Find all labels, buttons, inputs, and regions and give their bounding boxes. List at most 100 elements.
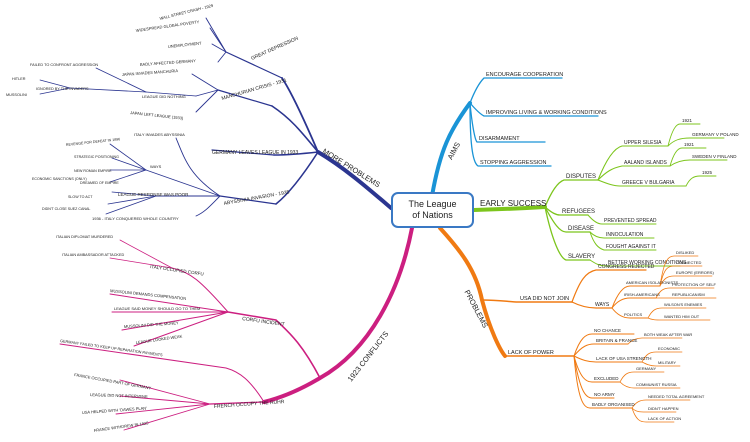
excluded-note-2: COMMUNIST RUSSIA xyxy=(636,382,677,387)
badly-note-3: LACK OF ACTION xyxy=(648,416,681,421)
aaland-label: AALAND ISLANDS xyxy=(624,160,667,166)
disease-note-1: INNOCULATION xyxy=(606,232,644,238)
italy-abyssinia-label: ITALY INVADES ABYSSINIA xyxy=(134,132,185,137)
politics-label: POLITICS xyxy=(624,312,643,317)
manchurian-label: MANCHURIAN CRISIS - 1931 xyxy=(221,77,288,101)
league-said-label: LEAGUE SAID MONEY SHOULD GO TO THEM xyxy=(114,306,200,311)
badly-label: BADLY ORGANISED xyxy=(592,402,635,407)
disease-label: DISEASE xyxy=(568,226,594,232)
failed-label: FAILED TO CONFRONT AGGRESSION xyxy=(30,63,98,67)
econ-label: ECONOMIC SANCTIONS (ONLY) xyxy=(32,177,87,181)
didnt-label: DIDN'T CLOSE SUEZ CANAL xyxy=(42,207,90,211)
aims-branches xyxy=(430,77,599,198)
upper-silesia-label: UPPER SILESIA xyxy=(624,140,662,146)
league-not-label: LEAGUE DID NOT INTERVENE xyxy=(90,392,148,399)
conflicts-branches xyxy=(59,226,414,431)
aims-item-1: ENCOURAGE COOPERATION xyxy=(486,72,563,78)
usa-label: USA DID NOT JOIN xyxy=(520,296,569,302)
conquered-label: 1936 - ITALY CONQUERED WHOLE COUNTRY xyxy=(92,216,179,221)
aaland-year: 1921 xyxy=(684,142,695,147)
aims-main-branch xyxy=(430,101,472,198)
upper-silesia-note: GERMANY V POLAND xyxy=(692,132,739,137)
slavery-note: BETTER WORKING CONDITIONS xyxy=(608,260,687,266)
greece-label: GREECE V BULGARIA xyxy=(622,180,675,186)
disputes-label: DISPUTES xyxy=(566,174,596,180)
success-branches xyxy=(472,123,728,267)
irish-note-1: PROTECTION OF SELF xyxy=(672,282,717,287)
strategic-label: STRATEGIC POSITIONING xyxy=(74,155,119,159)
more-main-branch xyxy=(316,150,393,210)
aims-item-3: DISARMAMENT xyxy=(479,136,520,142)
lack-usa-note-1: ECONOMIC xyxy=(658,346,680,351)
hitler-label: HITLER xyxy=(12,77,26,81)
usa-helped-label: USA HELPED WITH 'DAWES PLAN' xyxy=(82,405,148,415)
italy-ambassador-label: ITALIAN AMBASSADOR ATTACKED xyxy=(62,253,124,257)
france-occupied-label: FRANCE OCCUPIED PART OF GERMANY xyxy=(74,372,152,391)
revenge-label: REVENGE FOR DEFEAT IN 1896 xyxy=(66,137,121,147)
musso-didnt-label: MUSSOLINI DID THE MONEY xyxy=(124,320,179,329)
central-topic-line-2: of Nations xyxy=(412,210,453,220)
compensation-label: MUSSOLINI DEMANDS COMPENSATION xyxy=(110,288,187,301)
depression-note-4: BADLY AFFECTED GERMANY xyxy=(140,58,197,67)
no-chance-label: NO CHANCE xyxy=(594,328,621,333)
badly-note-1: NEEDED TOTAL AGREEMENT xyxy=(648,394,705,399)
ruhr-label: FRENCH OCCUPY THE RUHR xyxy=(214,399,285,410)
italy-corfu-label: ITALY OCCUPIED CORFU xyxy=(150,264,204,276)
depression-label: GREAT DEPRESSION xyxy=(250,35,299,61)
response-label: LEAGUE RESPONSE WAS POOR xyxy=(118,192,189,197)
lack-usa-note-2: MILITARY xyxy=(658,360,676,365)
excluded-label: EXCLUDED xyxy=(594,376,619,381)
central-topic: The League of Nations xyxy=(391,192,474,228)
isolationist-note-3: EUROPE (ERRORS) xyxy=(676,270,714,275)
manchurian-note-2: LEAGUE DID NOTHING xyxy=(142,94,186,99)
germany-leaves-label: GERMANY LEAVES LEAGUE IN 1933 xyxy=(212,150,298,156)
ways-more-label: WAYS xyxy=(150,164,162,169)
weak-label: DREAMED OF EMPIRE xyxy=(80,181,119,185)
more-label: MORE PROBLEMS xyxy=(321,147,382,190)
italian-killed-label: ITALIAN DIPLOMAT MURDERED xyxy=(56,235,113,239)
lack-power-label: LACK OF POWER xyxy=(508,350,554,356)
manchurian-note-3: JAPAN LEFT LEAGUE (1933) xyxy=(130,110,184,121)
league-looked-label: LEAGUE LOOKED WEAK xyxy=(135,333,182,345)
france-withdrew-label: FRANCE WITHDREW IN 1925 xyxy=(93,420,149,433)
success-label: EARLY SUCCESS xyxy=(480,199,546,208)
problems-branches xyxy=(438,226,717,423)
mussolini-label: MUSSOLINI xyxy=(6,93,27,97)
isolationist-label: AMERICAN ISOLATIONISTS xyxy=(626,280,678,285)
aaland-note: SWEDEN V FINLAND xyxy=(692,154,737,159)
depression-note-3: UNEMPLOYMENT xyxy=(168,40,203,49)
ways-label: WAYS xyxy=(595,302,610,308)
excluded-note-1: GERMANY xyxy=(636,366,657,371)
success-main-branch xyxy=(472,205,547,212)
isolationist-note-2: CONNECTED xyxy=(676,260,701,265)
new-empire-label: NEW ROMAN EMPIRE xyxy=(74,169,112,173)
depression-note-2: WIDESPREAD GLOBAL POVERTY xyxy=(135,19,199,33)
aims-item-4: STOPPING AGGRESSION xyxy=(480,160,547,166)
slow-label: SLOW TO ACT xyxy=(68,195,93,199)
no-army-label: NO ARMY xyxy=(594,392,615,397)
refugees-note: PREVENTED SPREAD xyxy=(604,218,657,224)
more-branches xyxy=(39,17,393,217)
irish-note-2: REPUBLICANISM xyxy=(672,292,705,297)
irish-label: IRISH-AMERICANS xyxy=(624,292,660,297)
politics-note-2: WANTED HIM OUT xyxy=(664,314,700,319)
central-topic-line-1: The League xyxy=(408,199,457,209)
lack-usa-label: LACK OF USA STRENGTH xyxy=(596,356,652,361)
congress-label: CONGRESS REJECTED xyxy=(598,264,655,270)
aims-item-2: IMPROVING LIVING & WORKING CONDITIONS xyxy=(486,110,607,116)
isolationist-note-1: DISLIKED xyxy=(676,250,694,255)
refugees-label: REFUGEES xyxy=(562,209,595,215)
britain-note: BOTH WEAK AFTER WAR xyxy=(644,332,692,337)
upper-silesia-year: 1921 xyxy=(682,118,693,123)
corfu-label: CORFU INCIDENT xyxy=(242,316,285,328)
conflicts-main-branch xyxy=(262,226,414,404)
politics-note-1: WILSON'S ENEMIES xyxy=(664,302,703,307)
greece-year: 1925 xyxy=(702,170,713,175)
badly-note-2: DIDN'T HAPPEN xyxy=(648,406,679,411)
ignored-label: IGNORED BY THE INVADERS xyxy=(36,87,89,91)
disease-note-2: FOUGHT AGAINST IT xyxy=(606,244,656,250)
britain-label: BRITAIN & FRANCE xyxy=(596,338,637,343)
slavery-label: SLAVERY xyxy=(568,254,595,260)
manchurian-note-1: JAPAN INVADES MANCHURIA xyxy=(122,68,179,77)
